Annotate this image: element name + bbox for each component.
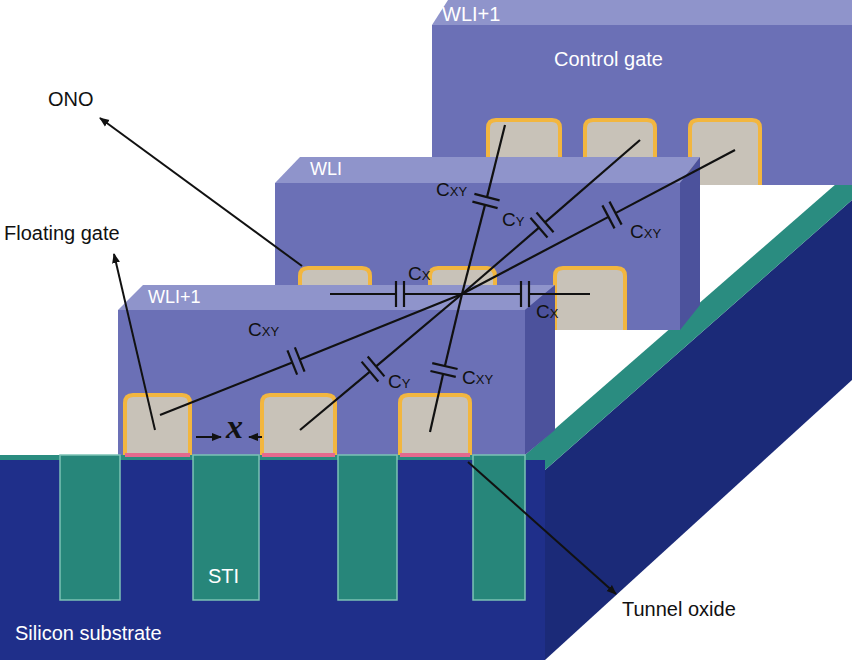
capacitor-plate <box>609 202 621 225</box>
capacitance-label: CXY <box>248 320 279 341</box>
wordline-block: WLI+1Control gate <box>432 0 852 80</box>
coupling-wire <box>616 150 735 213</box>
coupling-wire <box>545 140 640 222</box>
coupling-wire <box>462 228 539 294</box>
wordline-label: WLI+1 <box>442 3 500 25</box>
coupling-wire <box>430 374 443 432</box>
wordline-label: WLI+1 <box>148 288 201 308</box>
capacitor-plate <box>430 371 455 377</box>
capacitor-plate <box>432 363 457 369</box>
capacitor-plate <box>287 350 297 374</box>
capacitance-label: CX <box>536 302 558 323</box>
capacitor-plate <box>362 362 379 382</box>
capacitor-plate <box>472 202 497 208</box>
dimension-label: x <box>226 410 243 444</box>
part-label: Control gate <box>554 48 663 70</box>
coupling-wire <box>462 205 485 294</box>
coupling-wire <box>404 293 462 295</box>
leader-label: Tunnel oxide <box>622 598 736 620</box>
coupling-wire <box>300 294 462 360</box>
capacitor-plate <box>403 281 405 307</box>
capacitance-label: CX <box>408 264 430 285</box>
coupling-wire <box>487 125 505 197</box>
capacitance-label: CXY <box>462 368 493 389</box>
capacitance-label: CY <box>388 372 410 393</box>
coupling-wire <box>160 362 292 415</box>
region-label: STI <box>208 565 239 587</box>
coupling-wire <box>462 293 521 295</box>
capacitance-label: CXY <box>436 180 467 201</box>
coupling-wire <box>445 294 462 366</box>
capacitor-plate <box>474 194 499 200</box>
tunnel-oxide <box>125 453 470 457</box>
capacitor-plate <box>528 281 530 307</box>
substrate-front <box>0 455 545 660</box>
leader-lines <box>100 118 616 594</box>
sti-trenches <box>60 455 525 600</box>
leader-label: ONO <box>48 88 94 110</box>
coupling-wire <box>529 293 590 295</box>
region-label: Silicon substrate <box>15 622 162 644</box>
coupling-wire <box>330 293 396 295</box>
capacitance-label: CY <box>502 210 524 231</box>
leader-label: Floating gate <box>4 222 120 244</box>
floating-gates-front <box>125 395 470 455</box>
capacitor-plate <box>295 347 305 371</box>
coupling-wire <box>376 294 462 366</box>
coupling-wire <box>300 372 370 430</box>
capacitor-plate <box>537 213 554 233</box>
wordline-block: WLI <box>275 157 695 185</box>
capacitor-plate <box>395 281 397 307</box>
capacitance-label: CXY <box>630 222 661 243</box>
wordline-face <box>118 310 525 455</box>
capacitor-plate <box>520 281 522 307</box>
wordline-label: WLI <box>310 160 342 180</box>
coupling-wire <box>462 217 608 294</box>
wordline-top <box>118 285 555 310</box>
wordline-block: WLI+1 <box>118 284 528 312</box>
wordline-top <box>432 0 852 25</box>
wordline-side <box>680 157 700 330</box>
wordline-top <box>275 157 700 183</box>
